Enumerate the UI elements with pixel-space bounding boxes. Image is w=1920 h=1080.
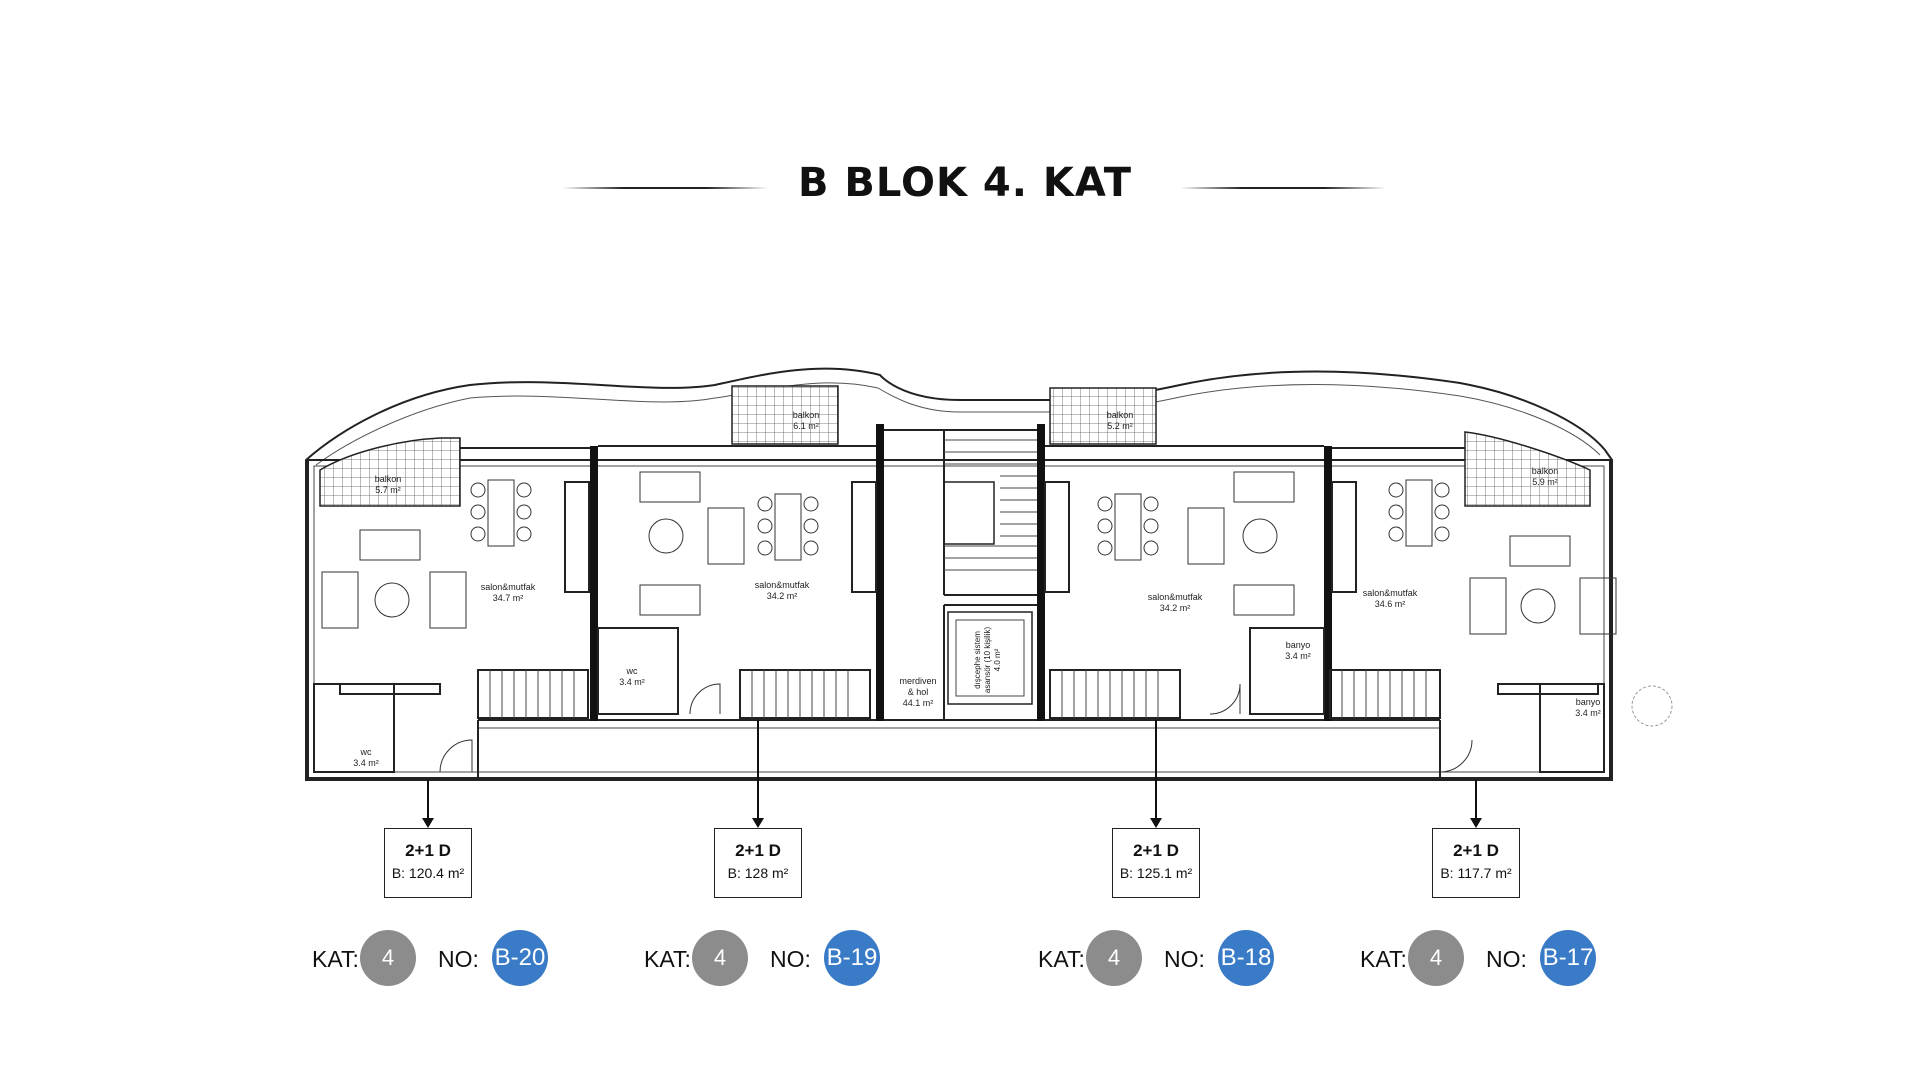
unit-area: B: 120.4 m²: [391, 865, 465, 881]
floor-badge: 4: [360, 930, 416, 986]
unit-number-badge: B-20: [492, 930, 548, 986]
unit-type: 2+1 D: [405, 841, 451, 860]
page-title: B BLOK 4. KAT: [798, 160, 1132, 206]
room-label: balkon: [375, 474, 402, 484]
title-rule-right: [1180, 187, 1386, 189]
floor-label: KAT:: [644, 946, 691, 972]
balcony-4: [1464, 431, 1591, 507]
unit-area: B: 117.7 m²: [1440, 865, 1512, 881]
floor-slab: [307, 459, 1611, 779]
number-label: NO:: [438, 946, 479, 972]
room-label: salon&mutfak: [755, 580, 810, 590]
number-label: NO:: [1486, 946, 1527, 972]
room-label: balkon: [793, 410, 820, 420]
room-area: 5.9 m²: [1532, 477, 1558, 487]
room-label: balkon: [1107, 410, 1134, 420]
room-label: banyo: [1576, 697, 1601, 707]
floor-label: KAT:: [1038, 946, 1085, 972]
floor-label: KAT:: [312, 946, 359, 972]
room-label: wc: [360, 747, 372, 757]
unit-type: 2+1 D: [1453, 841, 1499, 860]
shaft-label: asansör (10 kişilik): [983, 627, 992, 694]
roof-outline: [305, 367, 1613, 781]
roof-inner: [315, 382, 1601, 466]
unit-box-b17: 2+1 D B: 117.7 m²: [1432, 828, 1520, 898]
room-area: 6.1 m²: [793, 421, 819, 431]
room-area: 3.4 m²: [1575, 708, 1601, 718]
room-label: merdiven: [899, 676, 936, 686]
floor-badge: 4: [692, 930, 748, 986]
balcony-1: [319, 437, 461, 507]
shaft-area: 4.0 m²: [993, 648, 1002, 671]
room-label: salon&mutfak: [1363, 588, 1418, 598]
title-rule-left: [562, 187, 768, 189]
elevator-shaft: [947, 611, 1033, 705]
room-label: balkon: [1532, 466, 1559, 476]
unit-type: 2+1 D: [735, 841, 781, 860]
number-label: NO:: [1164, 946, 1205, 972]
room-area: 34.7 m²: [493, 593, 524, 603]
room-label: salon&mutfak: [1148, 592, 1203, 602]
room-label: banyo: [1286, 640, 1311, 650]
room-area: 3.4 m²: [1285, 651, 1311, 661]
unit-number-badge: B-19: [824, 930, 880, 986]
room-area: 34.6 m²: [1375, 599, 1406, 609]
room-label: salon&mutfak: [481, 582, 536, 592]
floor-label: KAT:: [1360, 946, 1407, 972]
party-wall-1: [590, 446, 598, 721]
shaft-label: dışcephe sistem: [973, 631, 982, 689]
room-area: 3.4 m²: [353, 758, 379, 768]
tree-symbol: [1631, 685, 1673, 727]
floor-badge: 4: [1086, 930, 1142, 986]
room-area: 34.2 m²: [767, 591, 798, 601]
room-area: 34.2 m²: [1160, 603, 1191, 613]
unit-number-badge: B-18: [1218, 930, 1274, 986]
room-area: 44.1 m²: [903, 698, 934, 708]
unit-area: B: 125.1 m²: [1119, 865, 1193, 881]
unit-area: B: 128 m²: [727, 865, 789, 881]
unit-box-b18: 2+1 D B: 125.1 m²: [1112, 828, 1200, 898]
unit-number-badge: B-17: [1540, 930, 1596, 986]
room-label: & hol: [908, 687, 929, 697]
party-wall-4: [1324, 446, 1332, 721]
room-area: 5.2 m²: [1107, 421, 1133, 431]
room-area: 5.7 m²: [375, 485, 401, 495]
room-label: wc: [626, 666, 638, 676]
party-wall-3: [1037, 424, 1045, 721]
room-area: 3.4 m²: [619, 677, 645, 687]
unit-type: 2+1 D: [1133, 841, 1179, 860]
balcony-3: [1049, 387, 1157, 445]
title-area: B BLOK 4. KAT: [0, 160, 1920, 210]
unit-box-b19: 2+1 D B: 128 m²: [714, 828, 802, 898]
number-label: NO:: [770, 946, 811, 972]
floor-badge: 4: [1408, 930, 1464, 986]
unit-box-b20: 2+1 D B: 120.4 m²: [384, 828, 472, 898]
balcony-2: [731, 385, 839, 445]
party-wall-2: [876, 424, 884, 721]
